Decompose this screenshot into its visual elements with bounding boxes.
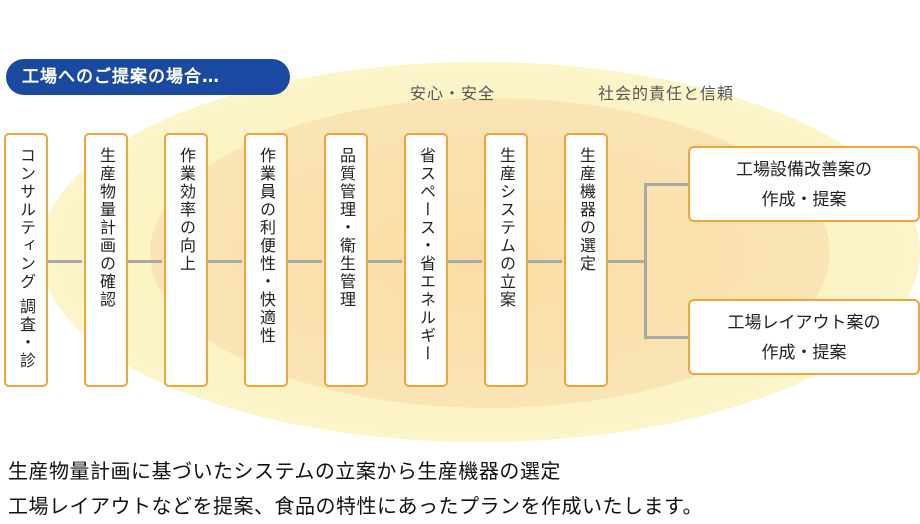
result-facility-improvement: 工場設備改善案の 作成・提案	[688, 146, 920, 222]
step-equipment-selection: 生産機器の選定	[564, 133, 608, 387]
case-label: 工場へのご提案の場合…	[6, 59, 290, 95]
description-line-2: 工場レイアウトなどを提案、食品の特性にあったプランを作成いたします。	[8, 494, 703, 518]
step-label: 省スペース・省エネルギー	[417, 147, 436, 363]
step-label: 生産機器の選定	[577, 147, 596, 273]
connector	[448, 260, 482, 263]
result-line: 作成・提案	[761, 343, 847, 363]
ring-label-social: 社会的責任と信頼	[598, 84, 735, 103]
step-worker-comfort: 作業員の利便性・快適性	[244, 133, 288, 387]
ring-label-safety: 安心・安全	[410, 84, 496, 103]
branch-connector-top	[644, 183, 688, 186]
connector	[208, 260, 242, 263]
step-work-efficiency: 作業効率の向上	[164, 133, 208, 387]
step-label: 作業員の利便性・快適性	[257, 147, 276, 345]
connector	[48, 260, 82, 263]
result-factory-layout: 工場レイアウト案の 作成・提案	[688, 299, 920, 375]
step-production-system: 生産システムの立案	[484, 133, 528, 387]
result-line: 工場設備改善案の	[736, 160, 872, 180]
connector	[368, 260, 402, 263]
step-label: 品質管理・衛生管理	[337, 147, 356, 309]
step-quality-hygiene: 品質管理・衛生管理	[324, 133, 368, 387]
connector	[128, 260, 162, 263]
connector	[608, 260, 646, 263]
result-line: 作成・提案	[761, 190, 847, 210]
step-space-energy-saving: 省スペース・省エネルギー	[404, 133, 448, 387]
branch-line	[644, 183, 647, 339]
step-label: コンサルティング 調査・診断	[17, 147, 36, 371]
result-line: 工場レイアウト案の	[727, 313, 881, 333]
step-production-plan: 生産物量計画の確認	[84, 133, 128, 387]
connector	[288, 260, 322, 263]
description-line-1: 生産物量計画に基づいたシステムの立案から生産機器の選定	[8, 459, 561, 483]
connector	[528, 260, 562, 263]
step-label: 生産物量計画の確認	[97, 147, 116, 309]
step-label: 生産システムの立案	[497, 147, 516, 309]
step-consulting: コンサルティング 調査・診断	[4, 133, 48, 387]
step-label: 作業効率の向上	[177, 147, 196, 273]
branch-connector-bottom	[644, 336, 688, 339]
